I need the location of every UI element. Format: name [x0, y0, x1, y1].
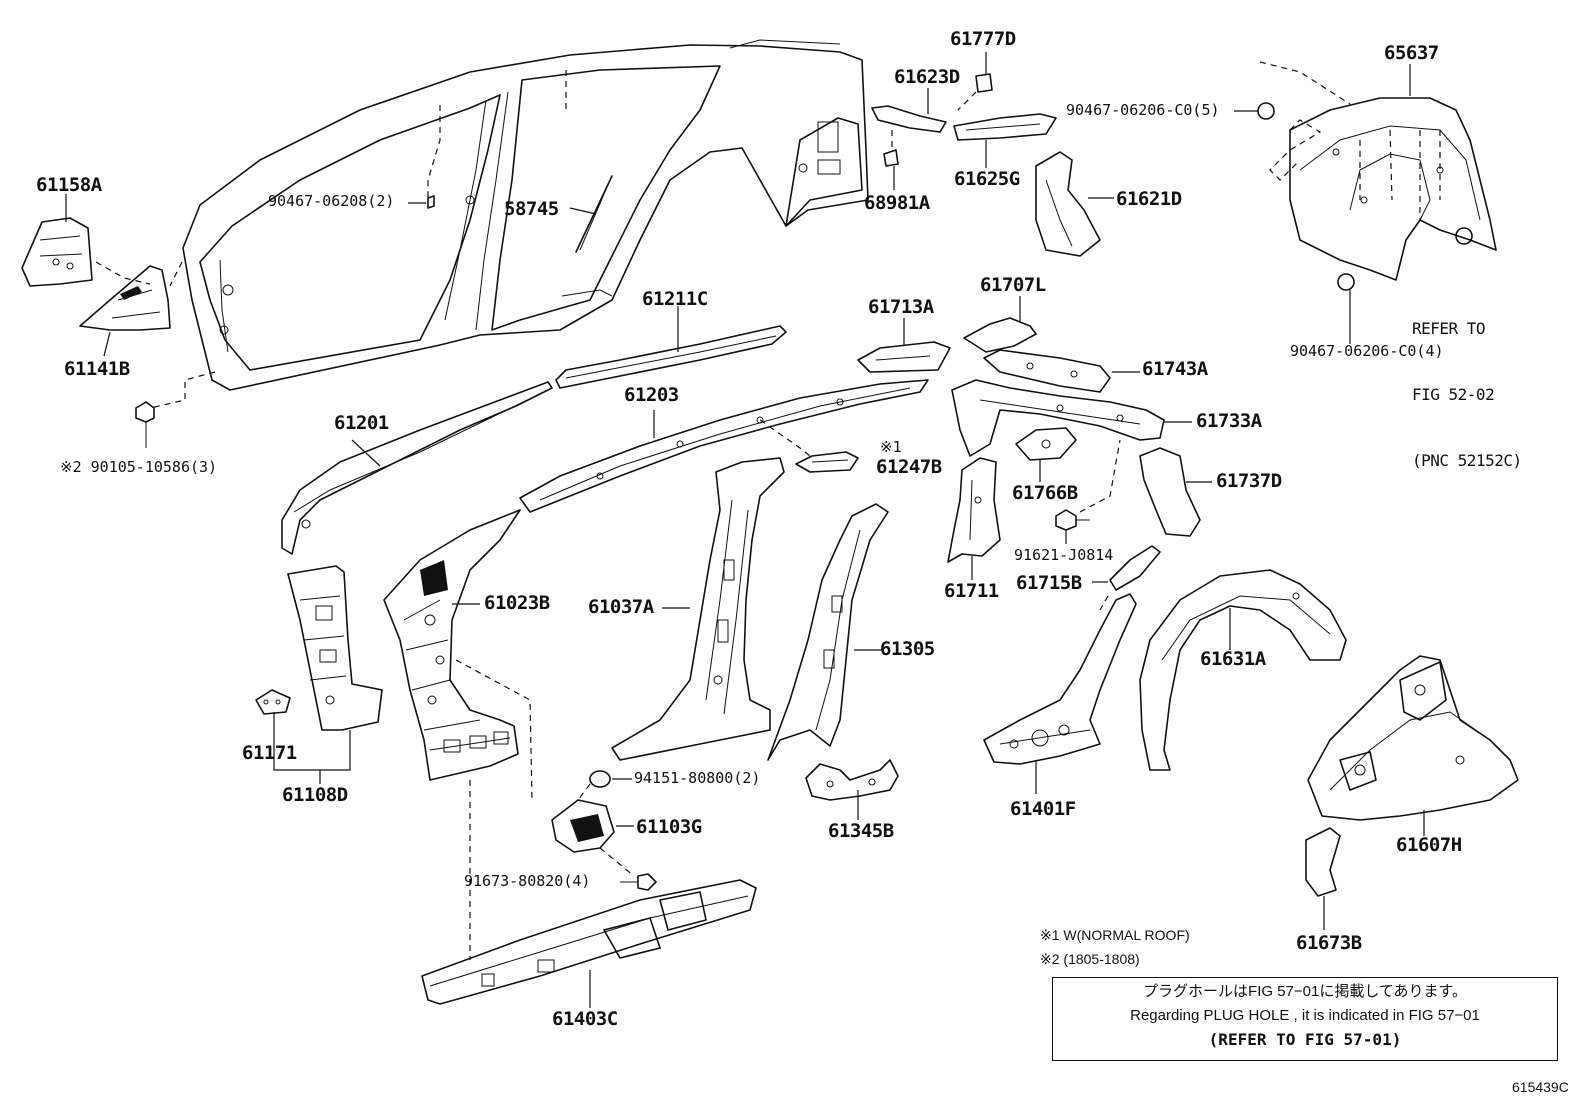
- label-61171: 61171: [242, 742, 297, 764]
- label-61401F: 61401F: [1010, 798, 1076, 820]
- label-61141B: 61141B: [64, 358, 130, 380]
- label-61673B: 61673B: [1296, 932, 1362, 954]
- clip-90467-bot: [1337, 273, 1355, 291]
- part-61171: [255, 689, 291, 715]
- label-91673-80820: 91673-80820(4): [464, 872, 591, 890]
- part-61023B: [383, 509, 521, 781]
- label-61247B-mark: ※1: [880, 438, 902, 456]
- grommet-94151: [589, 770, 611, 788]
- part-61345B: [805, 759, 899, 801]
- label-90467-06208: 90467-06208(2): [268, 192, 395, 210]
- refer-line1: REFER TO: [1412, 319, 1486, 338]
- part-61711: [947, 457, 1001, 563]
- part-61203: [519, 379, 929, 513]
- bolt-90105: [135, 401, 155, 448]
- label-61403C: 61403C: [552, 1008, 618, 1030]
- label-61711: 61711: [944, 580, 999, 602]
- clip-90467-top: [1257, 102, 1275, 120]
- part-61673B: [1305, 827, 1341, 897]
- part-61713A: [857, 341, 951, 373]
- notice-jp: プラグホールはFIG 57−01に掲載してあります。: [1143, 983, 1467, 1000]
- label-61625G: 61625G: [954, 168, 1020, 190]
- label-61713A: 61713A: [868, 296, 934, 318]
- label-61777D: 61777D: [950, 28, 1016, 50]
- label-61305: 61305: [880, 638, 935, 660]
- label-61621D: 61621D: [1116, 188, 1182, 210]
- notice-en: Regarding PLUG HOLE , it is indicated in…: [1130, 1007, 1480, 1024]
- figure-code: 615439C: [1512, 1079, 1569, 1095]
- note-1: ※1 W(NORMAL ROOF): [1040, 927, 1190, 943]
- part-61211C: [555, 325, 787, 389]
- label-90105-10586: ※2 90105-10586(3): [60, 458, 218, 476]
- label-61201: 61201: [334, 412, 389, 434]
- label-58745: 58745: [504, 198, 559, 220]
- label-94151-80800: 94151-80800(2): [634, 769, 761, 787]
- label-61631A: 61631A: [1200, 648, 1266, 670]
- label-90467-06206-bot: 90467-06206-C0(4): [1290, 342, 1444, 360]
- label-68981A: 68981A: [864, 192, 930, 214]
- bolt-91673: [620, 873, 657, 891]
- label-61023B: 61023B: [484, 592, 550, 614]
- part-61103G: [551, 799, 615, 853]
- part-61623D: [871, 105, 947, 133]
- part-61141B: [79, 265, 171, 331]
- label-61733A: 61733A: [1196, 410, 1262, 432]
- label-61103G: 61103G: [636, 816, 702, 838]
- label-65637: 65637: [1384, 42, 1439, 64]
- part-61621D: [1035, 151, 1101, 257]
- part-61733A: [951, 379, 1165, 457]
- label-61247B: 61247B: [876, 456, 942, 478]
- refer-line2: FIG 52-02: [1412, 385, 1495, 404]
- label-61766B: 61766B: [1012, 482, 1078, 504]
- label-61737D: 61737D: [1216, 470, 1282, 492]
- note-2: ※2 (1805-1808): [1040, 951, 1140, 967]
- label-90467-06206-top: 90467-06206-C0(5): [1066, 101, 1220, 119]
- label-91621-J0814: 91621-J0814: [1014, 546, 1114, 564]
- label-61743A: 61743A: [1142, 358, 1208, 380]
- label-61037A: 61037A: [588, 596, 654, 618]
- clip-refer: [1455, 227, 1473, 245]
- plug-hole-notice: プラグホールはFIG 57−01に掲載してあります。 Regarding PLU…: [1052, 977, 1558, 1061]
- part-61607H: [1307, 655, 1519, 821]
- part-61625G: [953, 113, 1057, 141]
- label-61203: 61203: [624, 384, 679, 406]
- part-61403C: [421, 879, 757, 1005]
- part-61108D: [287, 565, 383, 731]
- label-61158A: 61158A: [36, 174, 102, 196]
- label-61211C: 61211C: [642, 288, 708, 310]
- label-61345B: 61345B: [828, 820, 894, 842]
- side-outer-panel: [182, 39, 869, 391]
- part-61247B: [795, 451, 859, 473]
- refer-line3: (PNC 52152C): [1412, 451, 1522, 470]
- part-61777D: [975, 73, 993, 93]
- label-61715B: 61715B: [1016, 572, 1082, 594]
- label-61108D: 61108D: [282, 784, 348, 806]
- notice-ref: (REFER TO FIG 57-01): [1208, 1030, 1402, 1049]
- part-61737D: [1139, 447, 1201, 537]
- label-61607H: 61607H: [1396, 834, 1462, 856]
- part-61401F: [983, 593, 1137, 765]
- label-61623D: 61623D: [894, 66, 960, 88]
- part-61201: [281, 381, 553, 555]
- bolt-91621: [1055, 509, 1090, 544]
- part-61158A: [21, 217, 93, 287]
- refer-fig-52-02: REFER TO FIG 52-02 (PNC 52152C): [1412, 274, 1522, 494]
- part-61715B: [1109, 545, 1161, 591]
- part-61743A: [983, 349, 1111, 393]
- part-65637: [1289, 97, 1497, 281]
- part-61631A: [1139, 569, 1347, 771]
- part-61766B: [1015, 427, 1077, 461]
- part-61707L: [963, 317, 1037, 353]
- label-61707L: 61707L: [980, 274, 1046, 296]
- part-61037A: [611, 457, 785, 761]
- part-61305: [767, 503, 889, 761]
